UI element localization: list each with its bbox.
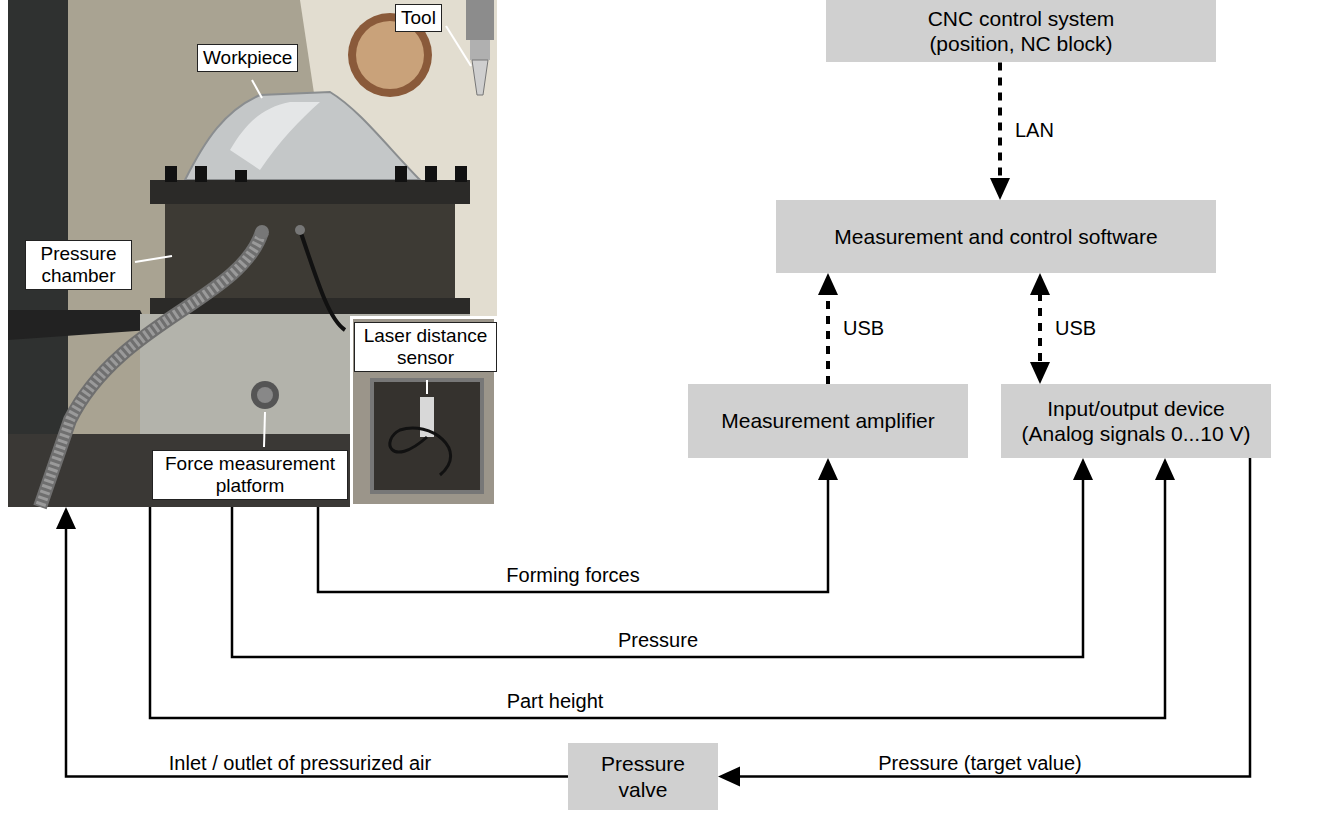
leader-line bbox=[135, 256, 172, 262]
signal-label: Inlet / outlet of pressurized air bbox=[166, 751, 434, 775]
box-text: Pressure valve bbox=[578, 751, 708, 801]
part-name: Force measurement platform bbox=[158, 453, 342, 497]
part-name: Pressure chamber bbox=[31, 243, 126, 287]
arrowhead bbox=[818, 458, 838, 480]
interface-label: USB bbox=[840, 316, 887, 340]
device-box: Measurement amplifier bbox=[688, 384, 968, 458]
box-text: Measurement amplifier bbox=[721, 408, 935, 433]
interface-label: USB bbox=[1052, 316, 1099, 340]
inset-border bbox=[350, 316, 497, 507]
bolt bbox=[235, 170, 247, 182]
leader-line bbox=[252, 80, 262, 98]
bolt bbox=[195, 166, 207, 182]
arrowhead bbox=[56, 507, 76, 529]
arrowhead bbox=[990, 178, 1010, 200]
signal-label: Forming forces bbox=[503, 563, 642, 587]
connector-line bbox=[232, 478, 1083, 657]
leader-line bbox=[426, 380, 428, 394]
signal-label: Part height bbox=[504, 689, 607, 713]
data-link bbox=[990, 62, 1010, 200]
connector-line bbox=[66, 527, 568, 777]
box-text: Input/output device (Analog signals 0...… bbox=[1011, 396, 1261, 446]
arrowhead bbox=[1030, 273, 1050, 295]
arrowhead bbox=[1030, 362, 1050, 384]
signal-label: Pressure bbox=[615, 628, 701, 652]
part-name: Workpiece bbox=[203, 47, 292, 69]
setup-photo-frame: ToolWorkpiecePressure chamberLaser dista… bbox=[8, 0, 497, 507]
device-box: Input/output device (Analog signals 0...… bbox=[1001, 384, 1271, 458]
workpiece-highlight bbox=[230, 102, 320, 170]
leader-line bbox=[446, 26, 471, 66]
forming-tool bbox=[472, 60, 488, 95]
platform-connector bbox=[251, 381, 279, 409]
bolt bbox=[165, 166, 177, 182]
spindle bbox=[466, 0, 494, 40]
data-link bbox=[818, 273, 838, 384]
tool-holder bbox=[470, 40, 490, 60]
valve-box: Pressure valve bbox=[568, 743, 718, 810]
box-text: CNC control system (position, NC block) bbox=[891, 6, 1151, 56]
hose-fitting bbox=[255, 225, 269, 239]
part-label: Workpiece bbox=[197, 44, 298, 72]
box-text: Measurement and control software bbox=[834, 224, 1157, 249]
arrowhead bbox=[818, 273, 838, 295]
signal-line bbox=[718, 458, 1250, 787]
bolt bbox=[395, 166, 407, 182]
arrowhead bbox=[718, 767, 740, 787]
bolt bbox=[455, 166, 467, 182]
signal-line bbox=[232, 458, 1093, 657]
wall-background bbox=[8, 0, 497, 507]
workpiece bbox=[185, 92, 420, 180]
connector-line bbox=[826, 293, 830, 384]
platform-connector-pin bbox=[257, 387, 273, 403]
connector-line bbox=[998, 62, 1002, 180]
sensor-cable-coil bbox=[390, 428, 451, 475]
connector-line bbox=[1038, 293, 1042, 364]
part-label: Pressure chamber bbox=[25, 240, 132, 290]
part-name: Tool bbox=[401, 7, 436, 29]
signal-line bbox=[318, 458, 838, 592]
arrowhead bbox=[1155, 458, 1175, 480]
chamber-interior bbox=[372, 380, 482, 492]
part-label: Tool bbox=[395, 4, 442, 32]
system-box: CNC control system (position, NC block) bbox=[826, 0, 1216, 62]
cable-fitting bbox=[295, 225, 305, 235]
clamp-bracket bbox=[8, 310, 150, 340]
signal-line bbox=[56, 507, 568, 777]
part-label: Force measurement platform bbox=[152, 450, 348, 500]
interface-label: LAN bbox=[1012, 118, 1057, 142]
arrowhead bbox=[1073, 458, 1093, 480]
part-label: Laser distance sensor bbox=[354, 322, 497, 372]
data-link bbox=[1030, 273, 1050, 384]
connector-line bbox=[738, 458, 1250, 777]
software-box: Measurement and control software bbox=[776, 200, 1216, 273]
signal-label: Pressure (target value) bbox=[875, 751, 1084, 775]
leader-line bbox=[264, 412, 265, 447]
bolt bbox=[425, 166, 437, 182]
connector-line bbox=[150, 478, 1165, 718]
sensor-cable bbox=[300, 230, 345, 330]
part-name: Laser distance sensor bbox=[360, 325, 491, 369]
top-plate bbox=[150, 180, 470, 204]
connector-line bbox=[318, 478, 828, 592]
